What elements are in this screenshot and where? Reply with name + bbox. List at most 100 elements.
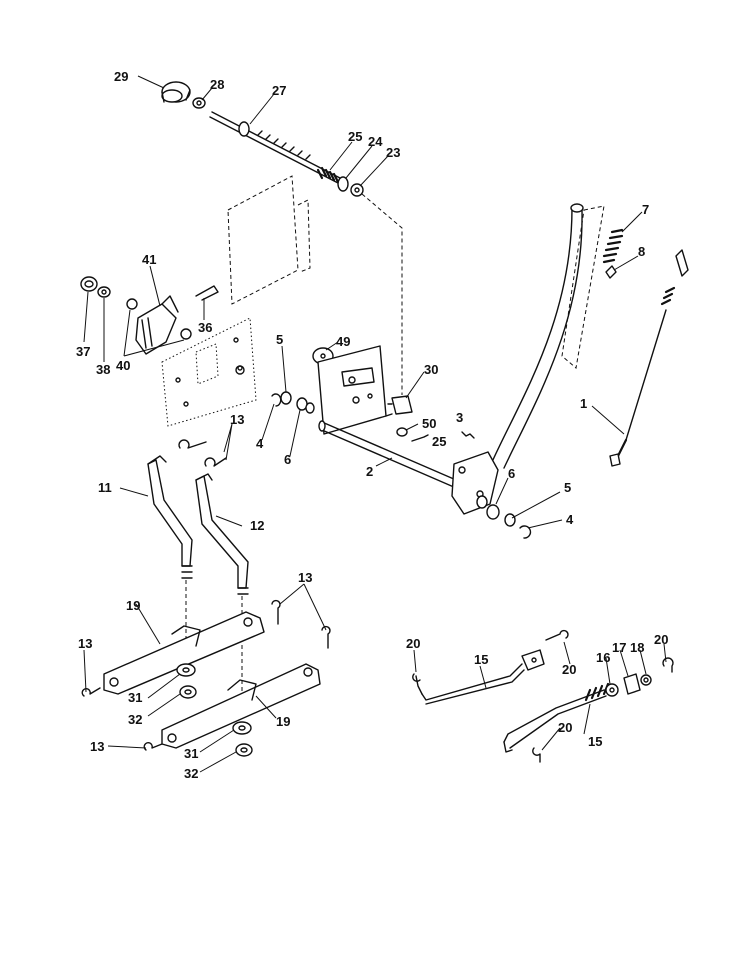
- callout-13-upper: 13: [230, 412, 244, 427]
- callout-28: 28: [210, 77, 224, 92]
- fender-panel: [227, 175, 311, 305]
- callout-25-lower: 25: [432, 434, 446, 449]
- callout-40: 40: [116, 358, 130, 373]
- part-31-bushing-upper: [176, 663, 196, 677]
- part-32-nut-upper: [179, 685, 197, 699]
- part-12-lift-link: [195, 473, 249, 595]
- part-40-washer-b: [180, 328, 192, 340]
- part-28-nut: [192, 97, 206, 109]
- part-15-rod-upper: [415, 649, 545, 705]
- part-17-block: [623, 673, 641, 695]
- callout-32-upper: 32: [128, 712, 142, 727]
- part-8-insert: [605, 265, 617, 279]
- callout-31-upper: 31: [128, 690, 142, 705]
- callout-25-upper: 25: [348, 129, 362, 144]
- callout-5-left: 5: [276, 332, 283, 347]
- callout-4-right: 4: [566, 512, 574, 527]
- callout-41: 41: [142, 252, 156, 267]
- callout-15-upper: 15: [474, 652, 488, 667]
- callout-50: 50: [422, 416, 436, 431]
- part-11-lift-link: [147, 455, 193, 579]
- callout-3: 3: [456, 410, 463, 425]
- part-16-nut: [605, 683, 619, 697]
- part-36-bracket: [195, 285, 219, 301]
- part-25-pin: [411, 434, 429, 442]
- part-4-clip-right: [519, 525, 532, 539]
- callout-20-c: 20: [558, 720, 572, 735]
- callout-16: 16: [596, 650, 610, 665]
- part-18-bushing: [640, 674, 652, 686]
- callout-29: 29: [114, 69, 128, 84]
- callout-17: 17: [612, 640, 626, 655]
- assembly-line-23-30: [361, 193, 403, 395]
- lift-handle: [451, 203, 584, 515]
- lift-bracket: [317, 345, 387, 435]
- callout-13-left: 13: [78, 636, 92, 651]
- part-13-pin-upper-a: [178, 439, 207, 449]
- callout-19-upper: 19: [126, 598, 140, 613]
- part-15-rod-lower: [503, 682, 610, 753]
- part-50-nut: [396, 427, 408, 437]
- handle-grip: [561, 205, 605, 369]
- callout-numbers: 29 28 27 25 24 23 41 37 38 40 36 5 49 30…: [76, 69, 668, 781]
- part-30-clevis: [385, 395, 413, 417]
- part-13-pin-right-b: [321, 625, 331, 649]
- frame-plate: [161, 317, 257, 427]
- callout-2: 2: [366, 464, 373, 479]
- callout-31-lower: 31: [184, 746, 198, 761]
- part-20-pin-c: [532, 747, 541, 763]
- part-23-nut: [350, 183, 364, 197]
- callout-6-right: 6: [508, 466, 515, 481]
- callout-11: 11: [98, 480, 112, 495]
- part-13-pin-left-b: [143, 742, 163, 751]
- part-40-washer-a: [126, 298, 138, 310]
- part-2-shaft: [318, 420, 471, 495]
- part-37-cap: [80, 276, 98, 292]
- part-32-nut-lower: [235, 743, 253, 757]
- callout-38: 38: [96, 362, 110, 377]
- part-13-pin-right-a: [271, 599, 281, 625]
- callout-8: 8: [638, 244, 645, 259]
- part-19-lift-arm-upper: [103, 611, 265, 695]
- part-6-bushing-left: [296, 397, 315, 414]
- part-7-spring: [602, 228, 624, 264]
- part-5-washer-right: [504, 513, 516, 527]
- part-41-cam: [135, 295, 179, 355]
- part-13-pin-left-a: [81, 687, 101, 697]
- callout-24: 24: [368, 134, 383, 149]
- callout-20-b: 20: [562, 662, 576, 677]
- callout-49: 49: [336, 334, 350, 349]
- callout-13-right: 13: [298, 570, 312, 585]
- callout-18: 18: [630, 640, 644, 655]
- callout-20-d: 20: [654, 632, 668, 647]
- callout-32-lower: 32: [184, 766, 198, 781]
- callout-27: 27: [272, 83, 286, 98]
- part-29-knob: [161, 81, 191, 103]
- part-6-bushing-right: [476, 495, 500, 520]
- part-24-washer: [337, 176, 349, 192]
- part-20-pin-a: [412, 673, 421, 682]
- callout-4-left: 4: [256, 436, 264, 451]
- callout-36: 36: [198, 320, 212, 335]
- part-38-bushing: [97, 286, 111, 298]
- part-27-rod: [209, 111, 341, 184]
- callout-6-left: 6: [284, 452, 291, 467]
- callout-20-a: 20: [406, 636, 420, 651]
- part-13-pin-upper-b: [204, 457, 227, 467]
- part-20-pin-d: [662, 657, 674, 673]
- callout-19-lower: 19: [276, 714, 290, 729]
- part-1-cable: [609, 249, 689, 467]
- callout-30: 30: [424, 362, 438, 377]
- callout-1: 1: [580, 396, 587, 411]
- callout-5-right: 5: [564, 480, 571, 495]
- part-31-bushing-lower: [232, 721, 252, 735]
- callout-15-lower: 15: [588, 734, 602, 749]
- part-5-washer-left: [280, 391, 292, 405]
- part-20-pin-b: [545, 629, 569, 641]
- callout-37: 37: [76, 344, 90, 359]
- callout-12: 12: [250, 518, 264, 533]
- callout-13-lower: 13: [90, 739, 104, 754]
- part-4-clip-left: [271, 393, 282, 407]
- part-25-spring: [316, 166, 340, 184]
- callout-23: 23: [386, 145, 400, 160]
